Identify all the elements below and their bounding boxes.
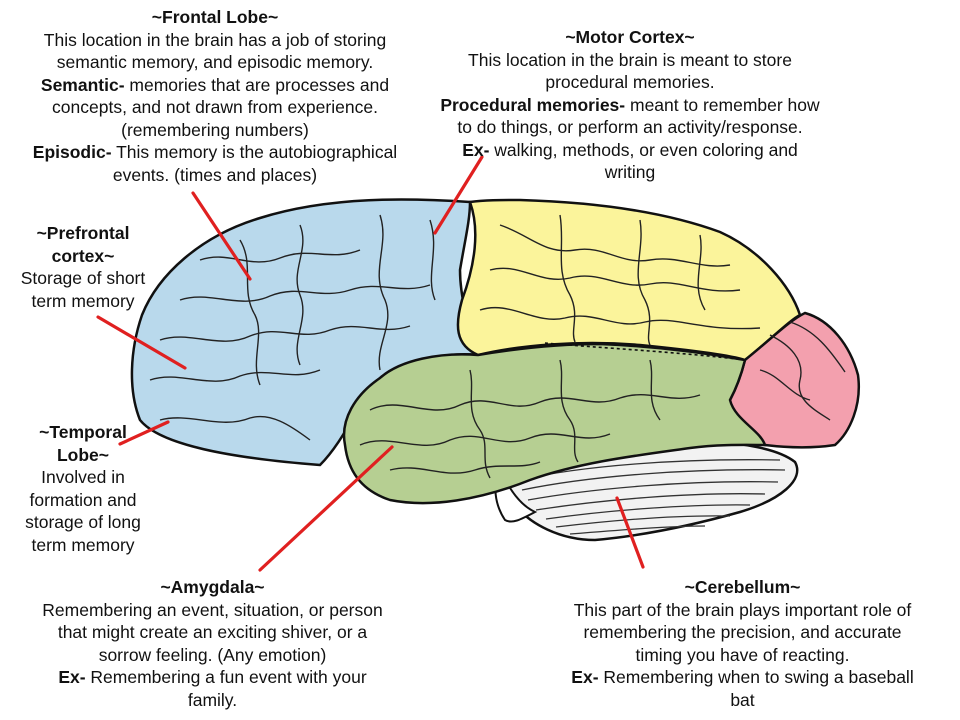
procedural-term: Procedural memories- xyxy=(440,94,626,115)
amygdala-example-term: Ex- xyxy=(58,667,86,687)
pointer-motor xyxy=(433,155,484,235)
cerebellum-label: ~Cerebellum~ This part of the brain play… xyxy=(540,576,945,711)
gyri-folds xyxy=(149,214,846,479)
pointer-amygdala xyxy=(258,445,394,572)
frontal-lobe-text: This location in the brain has a job of … xyxy=(43,29,387,50)
procedural-definition: to do things, or perform an activity/res… xyxy=(457,117,803,137)
temporal-text: formation and xyxy=(29,489,137,510)
cerebellum-title: ~Cerebellum~ xyxy=(684,577,801,597)
temporal-lobe-region xyxy=(342,342,767,505)
episodic-term: Episodic- xyxy=(32,142,112,162)
cerebellum-example-term: Ex- xyxy=(571,667,599,687)
cerebellum-example-text: Remembering when to swing a baseball xyxy=(598,667,914,687)
amygdala-title: ~Amygdala~ xyxy=(160,577,265,597)
cerebellum-example-text: bat xyxy=(730,689,755,710)
frontal-lobe-label: ~Frontal Lobe~ This location in the brai… xyxy=(10,6,420,186)
amygdala-example-text: Remembering a fun event with your xyxy=(85,667,367,687)
temporal-text: term memory xyxy=(31,534,135,555)
temporal-text: storage of long xyxy=(25,512,141,532)
motor-cortex-text: procedural memories. xyxy=(545,72,715,92)
motor-example-text: walking, methods, or even coloring and xyxy=(489,139,798,160)
semantic-term: Semantic- xyxy=(40,74,125,95)
semantic-definition: memories that are processes and xyxy=(124,74,390,95)
pointer-lines xyxy=(96,155,645,572)
frontal-lobe-text: semantic memory, and episodic memory. xyxy=(56,52,374,72)
frontal-lobe-title: ~Frontal Lobe~ xyxy=(151,7,279,27)
episodic-definition: This memory is the autobiographical xyxy=(111,142,398,162)
temporal-text: Involved in xyxy=(41,467,125,487)
amygdala-text: that might create an exciting shiver, or… xyxy=(57,622,368,642)
prefrontal-text: term memory xyxy=(31,290,135,311)
semantic-definition: concepts, and not drawn from experience. xyxy=(52,97,378,117)
amygdala-example-text: family. xyxy=(187,689,238,710)
cerebellum-folds xyxy=(519,459,786,535)
cerebellum-text: This part of the brain plays important r… xyxy=(573,599,912,620)
pointer-temporal xyxy=(118,420,170,446)
lobe-boundary-dashed xyxy=(544,342,746,361)
temporal-lobe-label: ~Temporal Lobe~ Involved in formation an… xyxy=(10,421,156,556)
prefrontal-cortex-label: ~Prefrontal cortex~ Storage of short ter… xyxy=(8,222,158,312)
temporal-title: Lobe~ xyxy=(56,444,110,465)
parietal-lobe-region xyxy=(456,198,802,362)
amygdala-text: Remembering an event, situation, or pers… xyxy=(42,599,383,620)
prefrontal-title: cortex~ xyxy=(51,245,115,266)
amygdala-text: sorrow feeling. (Any emotion) xyxy=(98,644,327,665)
episodic-definition: events. (times and places) xyxy=(112,164,318,185)
amygdala-label: ~Amygdala~ Remembering an event, situati… xyxy=(20,576,405,711)
motor-cortex-text: This location in the brain is meant to s… xyxy=(468,49,792,70)
motor-cortex-title: ~Motor Cortex~ xyxy=(565,27,695,47)
prefrontal-text: Storage of short xyxy=(20,268,146,288)
motor-cortex-label: ~Motor Cortex~ This location in the brai… xyxy=(425,26,835,184)
pointer-prefrontal xyxy=(96,315,187,370)
motor-example-text: writing xyxy=(604,162,656,182)
procedural-definition: meant to remember how xyxy=(625,94,820,115)
cerebellum-text: remembering the precision, and accurate xyxy=(583,622,902,642)
cerebellum-text: timing you have of reacting. xyxy=(635,644,850,665)
motor-example-term: Ex- xyxy=(462,139,490,160)
semantic-definition: (remembering numbers) xyxy=(121,119,309,140)
pointer-cerebellum xyxy=(615,496,645,569)
pointer-frontal xyxy=(191,191,252,281)
temporal-title: ~Temporal xyxy=(39,422,127,442)
prefrontal-title: ~Prefrontal xyxy=(36,223,130,243)
